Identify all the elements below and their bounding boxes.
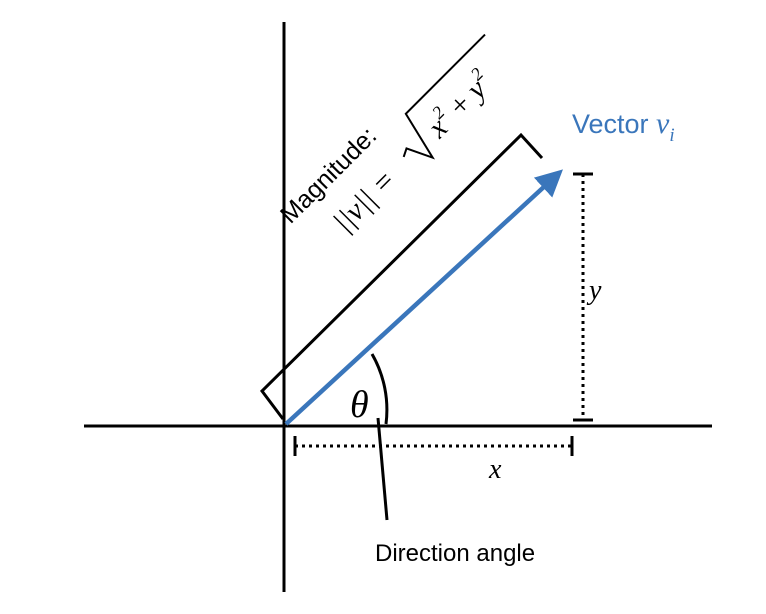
direction-angle-label: Direction angle — [375, 540, 535, 567]
vector-label: Vector vi — [572, 107, 675, 146]
magnitude-annotation: Magnitude: ||v|| = x2+y2 — [275, 33, 499, 239]
vector-label-subscript: i — [669, 125, 674, 146]
magnitude-bracket — [260, 132, 544, 420]
vector-label-symbol: v — [656, 107, 670, 140]
theta-label: θ — [350, 384, 369, 426]
vector-arrow — [284, 169, 563, 426]
radicand: x2+y2 — [418, 64, 499, 145]
vector-label-prefix: Vector — [572, 109, 656, 139]
x-label: x — [488, 454, 502, 485]
direction-angle-pointer — [376, 417, 389, 521]
angle-arc — [370, 353, 389, 425]
radical-sign — [402, 33, 486, 160]
y-label: y — [586, 275, 602, 306]
